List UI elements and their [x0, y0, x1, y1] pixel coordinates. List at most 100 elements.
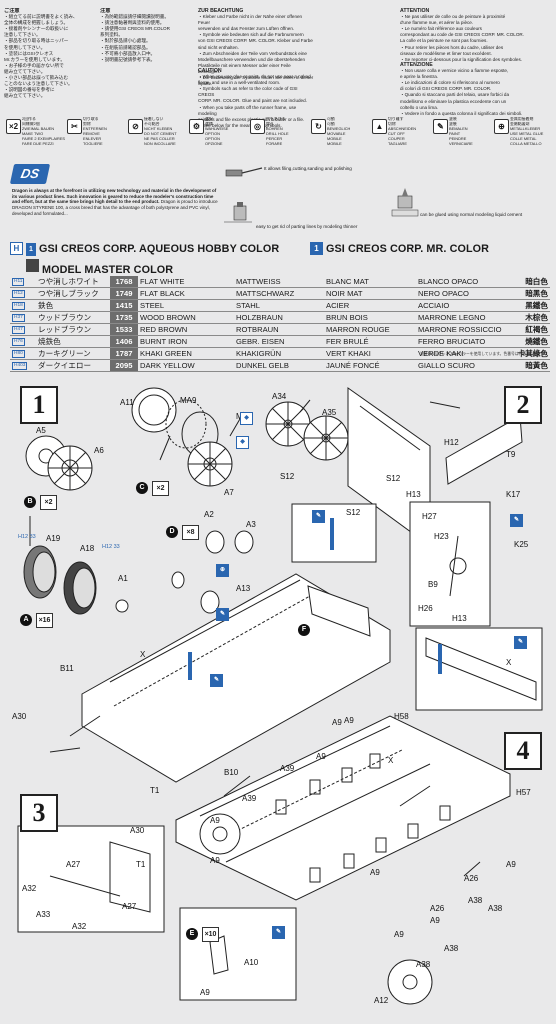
caution-line: ・Non usare colla e vernice vicino a fiam… — [400, 68, 509, 74]
color-cell-jp: ウッドブラウン — [36, 311, 110, 324]
part-label: A18 — [80, 544, 95, 553]
caution-line: ・組立てる前に説明書をよく読み、 — [4, 14, 78, 20]
caution-line: flame, and use in a well-ventilated room… — [198, 80, 281, 86]
caution-line: ・Kleber und Farbe nicht in der Nähe eine… — [198, 14, 303, 26]
color-cell-fr: VERT KHAKI — [324, 347, 416, 360]
part-label: H27 — [422, 512, 437, 521]
part-label: A9 — [370, 868, 380, 877]
symbol-caption-line: BOHREN — [266, 126, 283, 131]
caution-line: 注意して下さい。 — [4, 32, 41, 38]
color-cell-en: KHAKI GREEN — [138, 347, 234, 360]
color-cell-fr: BRUN BOIS — [324, 311, 416, 324]
caution-heading: ATTENTION — [400, 8, 430, 14]
part-label: A2 — [204, 510, 214, 519]
part-label: A9 — [210, 856, 220, 865]
color-cell-fr: JAUNÉ FONCÉ — [324, 359, 416, 372]
caution-heading: ご注意 — [4, 8, 20, 14]
caution-heading: ZUR BEACHTUNG — [198, 8, 244, 14]
paint-icon: ✎ — [514, 636, 527, 649]
color-cell-fr: NOIR MAT — [324, 287, 416, 300]
callout-a-mult: ×16 — [36, 613, 53, 628]
callout-d: D — [166, 526, 178, 538]
caution-line: 組み立てて下さい。 — [4, 68, 46, 74]
symbol-caption-line: BEWEGLICH — [327, 126, 351, 131]
color-code-badge: H37 — [12, 313, 25, 322]
part-label: A9 — [316, 752, 326, 761]
symbol-caption-line: 接着しない — [144, 117, 164, 121]
part-label: K25 — [514, 540, 529, 549]
part-label: A7 — [224, 488, 234, 497]
color-cell-jp: 焼鉄色 — [36, 335, 110, 348]
part-label: A3 — [246, 520, 256, 529]
symbol-caption-line: 同樣做2個 — [22, 121, 40, 126]
color-code-badge: H11 — [12, 277, 25, 286]
color-cell-en: DARK YELLOW — [138, 359, 234, 372]
caution-heading: ATTENZIONE — [400, 62, 433, 68]
color-cell-cn: 暗黑色 — [515, 287, 550, 300]
part-label: B10 — [224, 768, 239, 777]
symbol-caption-line: 切除 — [388, 121, 396, 126]
symbol-caption-line: VERNICIARE — [449, 141, 473, 146]
caution-line: ・小さい部品は誤って飲み込む — [4, 75, 69, 81]
mr-badge: 1 — [310, 242, 323, 255]
symbol-caption-line: 塗裝 — [449, 121, 457, 126]
caution-col-cn: 注意 ・為防範錯誤請仔細閱讀說明書。 ・請注意黏著劑與塗料的使用。 ・請使用GS… — [100, 8, 192, 63]
color-cell-num: 1749 — [110, 287, 138, 300]
metal-glue-icon: ⊕ — [494, 119, 509, 134]
color-cell-num: 1735 — [110, 311, 138, 324]
caution-col-jp: ご注意 ・組立てる前に説明書をよく読み、 全体の構成を把握しましょう。 ・接着剤… — [4, 8, 96, 99]
symbol-caption-line: 選択 — [205, 117, 213, 121]
color-cell-de: MATTSCHWARZ — [234, 287, 324, 300]
part-label: A1 — [118, 574, 128, 583]
caution-line: coltello o una lima. — [400, 104, 439, 110]
band-text: Dragon is always at the forefront in uti… — [12, 188, 220, 217]
caution-line: ことのないよう注意して下さい。 — [4, 81, 73, 87]
file-tool-icon — [225, 167, 263, 177]
make-two-icon: ×2 — [6, 119, 21, 134]
part-label: A6 — [94, 446, 104, 455]
symbol-caption-line: 金属用接着剤 — [510, 117, 534, 121]
metal-glue-icon: ⊕ — [216, 564, 229, 577]
tyres-a19-a18 — [23, 545, 129, 615]
color-cell-it: MARRONE LEGNO — [416, 311, 515, 324]
caution-line: ・說明書記號請參考下表。 — [100, 56, 156, 62]
color-cell-code: H80 — [10, 347, 36, 360]
color-cell-code: H12 — [10, 287, 36, 300]
mm-label: MODEL MASTER COLOR — [42, 264, 174, 276]
paint-icon: ✎ — [312, 510, 325, 523]
wheel-a5-a6 — [25, 435, 93, 491]
cement-bottle-icon — [391, 188, 419, 217]
rotate-icon: ↻ — [311, 119, 326, 134]
caution-line: ・Symbole wie bedeuten sich auf die Farbn… — [198, 32, 304, 38]
part-label: A32 — [72, 922, 87, 931]
caution-line: correspondant au code de GSI CREOS CORP.… — [400, 32, 524, 38]
color-cell-cn: 暗黃色 — [515, 359, 550, 372]
symbol-caption-line: PERCER — [266, 136, 283, 141]
thinner-bottle-icon — [224, 202, 252, 223]
paint-icon: ✎ — [216, 608, 229, 621]
part-label: A9 — [344, 716, 354, 725]
callout-e-mult: ×10 — [202, 927, 219, 942]
caution-line: ・Symbols such as refer to the color code… — [198, 86, 298, 98]
caution-heading: CAUTION — [198, 68, 222, 74]
color-cell-de: STAHL — [234, 299, 324, 312]
tip-cement: can be glued using normal modeling liqui… — [420, 212, 523, 217]
callout-e: E — [186, 928, 198, 940]
caution-line: を使用して下さい。 — [4, 44, 46, 50]
caution-line: ・對於部品請小心處理。 — [100, 38, 151, 44]
symbol-caption-line: NON INCOLLARE — [144, 141, 176, 146]
part-label: A39 — [280, 764, 295, 773]
caution-line: Mr.カラーを使用しています。 — [4, 56, 65, 62]
callout-d-mult: ×8 — [182, 525, 199, 540]
color-cell-en: WOOD BROWN — [138, 311, 234, 324]
color-cell-de: ROTBRAUN — [234, 323, 324, 336]
symbol-caption-line: PAINT — [449, 131, 461, 136]
symbol-caption-line: MOBILE — [327, 136, 342, 141]
